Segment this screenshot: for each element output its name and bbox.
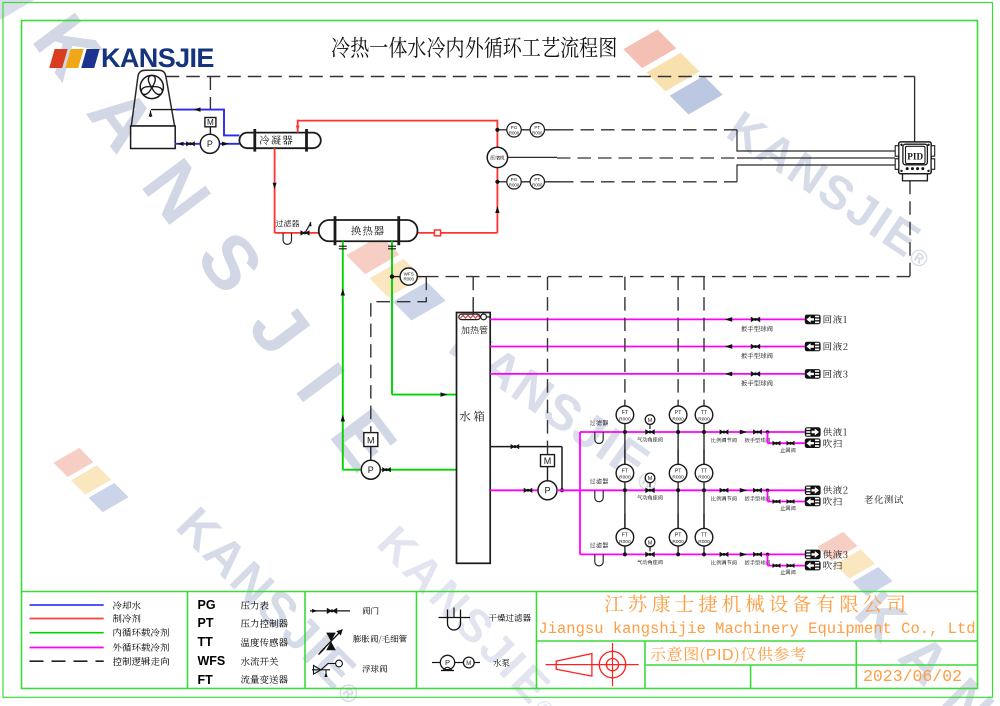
svg-text:R000: R000 — [509, 130, 520, 135]
svg-text:老化测试: 老化测试 — [864, 492, 904, 506]
svg-text:吹扫: 吹扫 — [823, 436, 843, 450]
svg-text:扳手型球阀: 扳手型球阀 — [745, 495, 772, 502]
svg-text:FT: FT — [622, 533, 629, 539]
svg-text:R000: R000 — [619, 539, 631, 545]
svg-text:比例调节阀: 比例调节阀 — [711, 495, 738, 502]
svg-text:压缩机: 压缩机 — [489, 154, 505, 161]
svg-text:R000: R000 — [672, 539, 684, 545]
svg-text:R000: R000 — [698, 416, 710, 422]
svg-text:M: M — [544, 456, 552, 466]
svg-text:R000: R000 — [672, 475, 684, 481]
svg-text:止回阀: 止回阀 — [780, 569, 796, 576]
svg-text:P: P — [368, 465, 374, 475]
svg-text:气动角座阀: 气动角座阀 — [637, 559, 664, 566]
svg-text:M: M — [648, 540, 653, 546]
svg-text:过滤器: 过滤器 — [590, 418, 609, 427]
svg-text:R000: R000 — [619, 475, 631, 481]
svg-text:扳手型球阀: 扳手型球阀 — [741, 324, 774, 333]
svg-text:冷凝器: 冷凝器 — [259, 133, 294, 148]
svg-text:换热器: 换热器 — [351, 224, 386, 239]
svg-text:PG: PG — [511, 125, 518, 130]
svg-text:比例调节阀: 比例调节阀 — [711, 559, 738, 566]
svg-text:R000: R000 — [672, 416, 684, 422]
svg-text:TT: TT — [701, 410, 708, 416]
svg-text:PT: PT — [675, 469, 682, 475]
svg-text:吹扫: 吹扫 — [823, 558, 843, 572]
svg-text:供液3: 供液3 — [822, 547, 849, 561]
svg-text:TT: TT — [701, 469, 708, 475]
svg-text:P: P — [445, 658, 450, 667]
svg-text:M: M — [207, 118, 214, 127]
svg-text:TT: TT — [701, 533, 708, 539]
svg-text:M: M — [466, 661, 471, 667]
svg-text:FT: FT — [622, 469, 629, 475]
svg-text:PT: PT — [534, 177, 540, 182]
svg-text:R000: R000 — [698, 475, 710, 481]
svg-text:比例调节阀: 比例调节阀 — [711, 437, 738, 444]
svg-text:R000: R000 — [532, 130, 543, 135]
svg-text:扳手型球阀: 扳手型球阀 — [741, 379, 774, 388]
svg-text:P: P — [207, 139, 213, 149]
svg-text:加热管: 加热管 — [461, 323, 488, 336]
svg-text:过滤器: 过滤器 — [590, 476, 609, 485]
svg-text:吹扫: 吹扫 — [823, 494, 843, 508]
svg-text:R000: R000 — [509, 182, 520, 187]
svg-text:R000: R000 — [698, 539, 710, 545]
svg-text:止回阀: 止回阀 — [780, 505, 796, 512]
svg-text:PT: PT — [534, 125, 540, 130]
svg-text:P: P — [544, 486, 550, 496]
svg-text:FT: FT — [622, 410, 629, 416]
svg-text:R000: R000 — [532, 182, 543, 187]
svg-text:M: M — [648, 476, 653, 482]
svg-text:扳手型球阀: 扳手型球阀 — [741, 351, 774, 360]
svg-text:供液2: 供液2 — [822, 483, 849, 497]
svg-text:气动角座阀: 气动角座阀 — [637, 436, 664, 443]
svg-text:M: M — [367, 436, 375, 446]
svg-text:回液3: 回液3 — [823, 366, 849, 380]
svg-text:回液1: 回液1 — [823, 312, 848, 326]
svg-text:PT: PT — [675, 410, 682, 416]
svg-text:R000: R000 — [619, 416, 631, 422]
svg-text:扳手型球阀: 扳手型球阀 — [745, 559, 772, 566]
svg-text:供液1: 供液1 — [822, 424, 848, 438]
svg-text:过滤器: 过滤器 — [276, 218, 300, 229]
svg-text:PT: PT — [675, 533, 682, 539]
svg-text:PID: PID — [907, 152, 923, 162]
svg-text:气动角座阀: 气动角座阀 — [637, 495, 664, 502]
svg-text:过滤器: 过滤器 — [590, 540, 609, 549]
svg-text:WFS: WFS — [404, 271, 414, 276]
svg-text:PG: PG — [511, 177, 518, 182]
svg-text:水箱: 水箱 — [459, 409, 487, 425]
svg-text:回液2: 回液2 — [823, 339, 849, 353]
svg-text:止回阀: 止回阀 — [780, 447, 796, 454]
svg-text:R000: R000 — [403, 277, 414, 282]
svg-text:扳手型球阀: 扳手型球阀 — [745, 437, 772, 444]
svg-text:M: M — [648, 418, 653, 424]
